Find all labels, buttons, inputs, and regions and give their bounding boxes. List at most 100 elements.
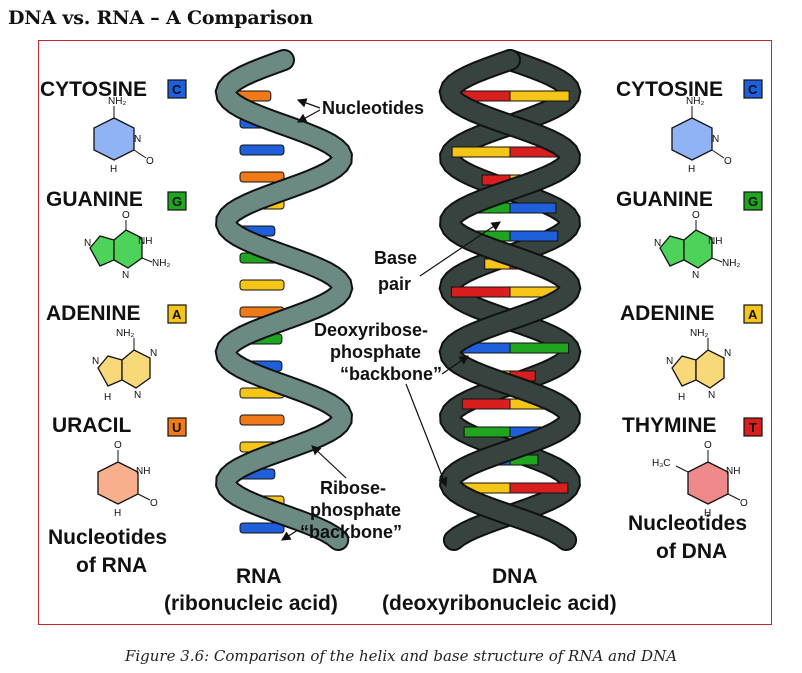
cytosine-molecule: NH₂ N H O — [93, 96, 154, 175]
svg-text:NH₂: NH₂ — [116, 328, 134, 339]
svg-text:N: N — [724, 348, 731, 359]
dna-nucleotides-footer-2: of DNA — [656, 540, 727, 563]
svg-text:O: O — [150, 498, 158, 509]
rna-strand — [216, 51, 352, 549]
base-name: GUANINE — [616, 188, 713, 211]
rna-nucleotide-rung — [239, 414, 285, 426]
svg-text:N: N — [666, 356, 673, 367]
adenine-molecule: NH₂ N N N H — [92, 328, 157, 403]
base-name: THYMINE — [622, 414, 717, 437]
dna-base-pair-left — [463, 426, 511, 438]
svg-text:NH: NH — [708, 236, 722, 247]
svg-text:N: N — [84, 238, 91, 249]
base-letter: C — [172, 82, 182, 97]
svg-text:N: N — [150, 348, 157, 359]
svg-text:O: O — [724, 156, 732, 167]
rna-full-name: (ribonucleic acid) — [164, 592, 338, 615]
svg-text:N: N — [692, 270, 699, 281]
dna-base-pair-right — [509, 482, 569, 494]
dna-base-pair-right — [509, 202, 557, 214]
rna-nucleotides-footer: Nucleotides — [48, 526, 167, 549]
dna-base-pair-right — [509, 342, 570, 354]
rna-nucleotides-footer-2: of RNA — [76, 554, 147, 577]
svg-text:O: O — [704, 440, 712, 451]
rna-nucleotide-rung — [239, 171, 285, 183]
base-name: CYTOSINE — [616, 78, 723, 101]
svg-text:O: O — [114, 440, 122, 451]
rna-base-adenine: ADENINE A NH₂ N N N H — [46, 302, 187, 403]
svg-text:N: N — [134, 390, 141, 401]
svg-text:N: N — [122, 270, 129, 281]
rna-nucleotide-rung — [239, 522, 285, 534]
base-name: ADENINE — [620, 302, 715, 325]
rna-base-cytosine: CYTOSINE C NH₂ N H O — [40, 78, 187, 175]
uracil-molecule: O NH O H — [97, 440, 158, 519]
thymine-molecule: O NH H₃C O H — [652, 440, 748, 519]
figure-caption: Figure 3.6: Comparison of the helix and … — [124, 647, 678, 665]
dna-label: DNA — [492, 565, 538, 588]
dna-base-pair-right — [509, 230, 559, 242]
svg-text:H: H — [110, 164, 117, 175]
svg-text:N: N — [712, 134, 719, 145]
base-name: CYTOSINE — [40, 78, 147, 101]
dna-base-pair-right — [509, 90, 570, 102]
svg-text:NH: NH — [726, 466, 740, 477]
guanine-molecule: O NH NH₂ N N — [654, 210, 740, 281]
svg-text:Base: Base — [374, 248, 417, 268]
guanine-molecule: O NH NH₂ N N — [84, 210, 170, 281]
rna-nucleotide-rung — [239, 279, 285, 291]
rna-label: RNA — [236, 565, 282, 588]
svg-text:O: O — [122, 210, 130, 221]
dna-base-pair-left — [450, 286, 511, 298]
svg-text:H: H — [688, 164, 695, 175]
svg-text:O: O — [740, 498, 748, 509]
rna-base-uracil: URACIL U O NH O H — [52, 414, 187, 519]
base-letter: C — [748, 82, 758, 97]
svg-text:N: N — [708, 390, 715, 401]
svg-text:NH₂: NH₂ — [690, 328, 708, 339]
deoxyribose-annotation: Deoxyribose- phosphate “backbone” — [314, 320, 469, 488]
base-name: ADENINE — [46, 302, 141, 325]
svg-text:phosphate: phosphate — [330, 342, 421, 362]
figure-frame — [38, 40, 772, 625]
svg-text:N: N — [654, 238, 661, 249]
svg-text:Ribose-: Ribose- — [320, 478, 386, 498]
svg-text:NH₂: NH₂ — [722, 258, 740, 269]
rna-base-guanine: GUANINE G O NH NH₂ N N — [46, 188, 187, 281]
svg-text:H₃C: H₃C — [652, 458, 671, 469]
dna-base-cytosine: CYTOSINE C NH₂ N H O — [616, 78, 763, 175]
adenine-molecule: NH₂ N N N H — [666, 328, 731, 403]
base-letter: A — [172, 307, 182, 322]
rna-nucleotide-rung — [239, 144, 285, 156]
svg-text:H: H — [104, 392, 111, 403]
cytosine-molecule: NH₂ N H O — [671, 96, 732, 175]
page-title: DNA vs. RNA – A Comparison — [8, 7, 313, 29]
dna-base-adenine: ADENINE A NH₂ N N N H — [620, 302, 763, 403]
svg-text:Nucleotides: Nucleotides — [322, 98, 424, 118]
ribose-annotation: Ribose- phosphate “backbone” — [280, 445, 402, 542]
svg-text:“backbone”: “backbone” — [340, 364, 442, 384]
dna-full-name: (deoxyribonucleic acid) — [382, 592, 617, 615]
rna-ribose-phosphate-backbone — [214, 49, 354, 551]
base-letter: A — [748, 307, 758, 322]
dna-base-pair-left — [451, 146, 511, 158]
base-letter: T — [749, 420, 757, 435]
base-letter: G — [748, 194, 758, 209]
svg-text:H: H — [704, 508, 711, 519]
base-letter: U — [172, 420, 181, 435]
dna-base-guanine: GUANINE G O NH NH₂ N N — [616, 188, 763, 281]
svg-text:O: O — [146, 156, 154, 167]
dna-deoxyribose-phosphate-backbone — [438, 49, 582, 551]
dna-base-pair-left — [461, 398, 511, 410]
svg-text:NH: NH — [138, 236, 152, 247]
dna-strand-front — [440, 51, 580, 549]
svg-text:N: N — [134, 134, 141, 145]
dna-nucleotides-footer: Nucleotides — [628, 512, 747, 535]
svg-text:NH: NH — [136, 466, 150, 477]
svg-text:N: N — [92, 356, 99, 367]
svg-text:NH₂: NH₂ — [686, 96, 704, 107]
svg-text:H: H — [678, 392, 685, 403]
svg-text:pair: pair — [378, 274, 411, 294]
base-name: GUANINE — [46, 188, 143, 211]
